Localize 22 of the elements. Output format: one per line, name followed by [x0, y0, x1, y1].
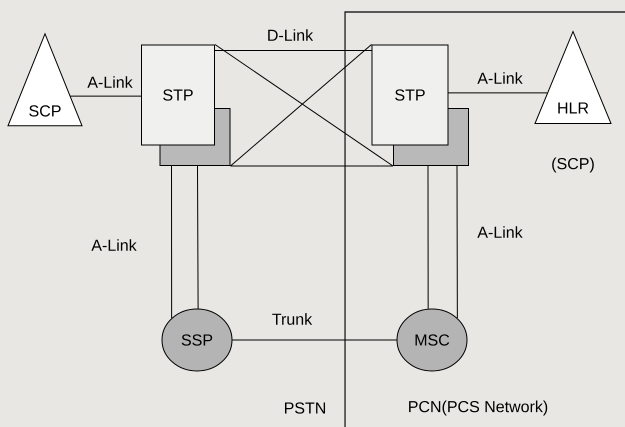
- link-label: A-Link: [90, 238, 138, 252]
- stp-box: STP: [372, 44, 448, 146]
- link-line: [230, 44, 372, 166]
- link-line: [456, 166, 458, 318]
- link-line: [428, 166, 429, 310]
- link-label: A-Link: [476, 224, 524, 240]
- link-line: [171, 166, 172, 318]
- node-caption: (SCP): [552, 158, 594, 172]
- stp-box: STP: [141, 44, 215, 146]
- network-label: PSTN: [282, 400, 328, 416]
- link-line: [214, 44, 394, 166]
- link-line: [197, 166, 199, 309]
- link-line: [70, 96, 142, 97]
- link-line: [448, 92, 548, 94]
- link-label: Trunk: [270, 312, 314, 326]
- link-label: D-Link: [265, 28, 315, 42]
- link-label: A-Link: [476, 70, 524, 86]
- network-label: PCN(PCS Network): [406, 399, 550, 417]
- ellipse-node: SSP: [162, 308, 232, 372]
- ellipse-node: MSC: [396, 308, 468, 372]
- link-line: [214, 50, 372, 51]
- link-label: A-Link: [86, 74, 134, 90]
